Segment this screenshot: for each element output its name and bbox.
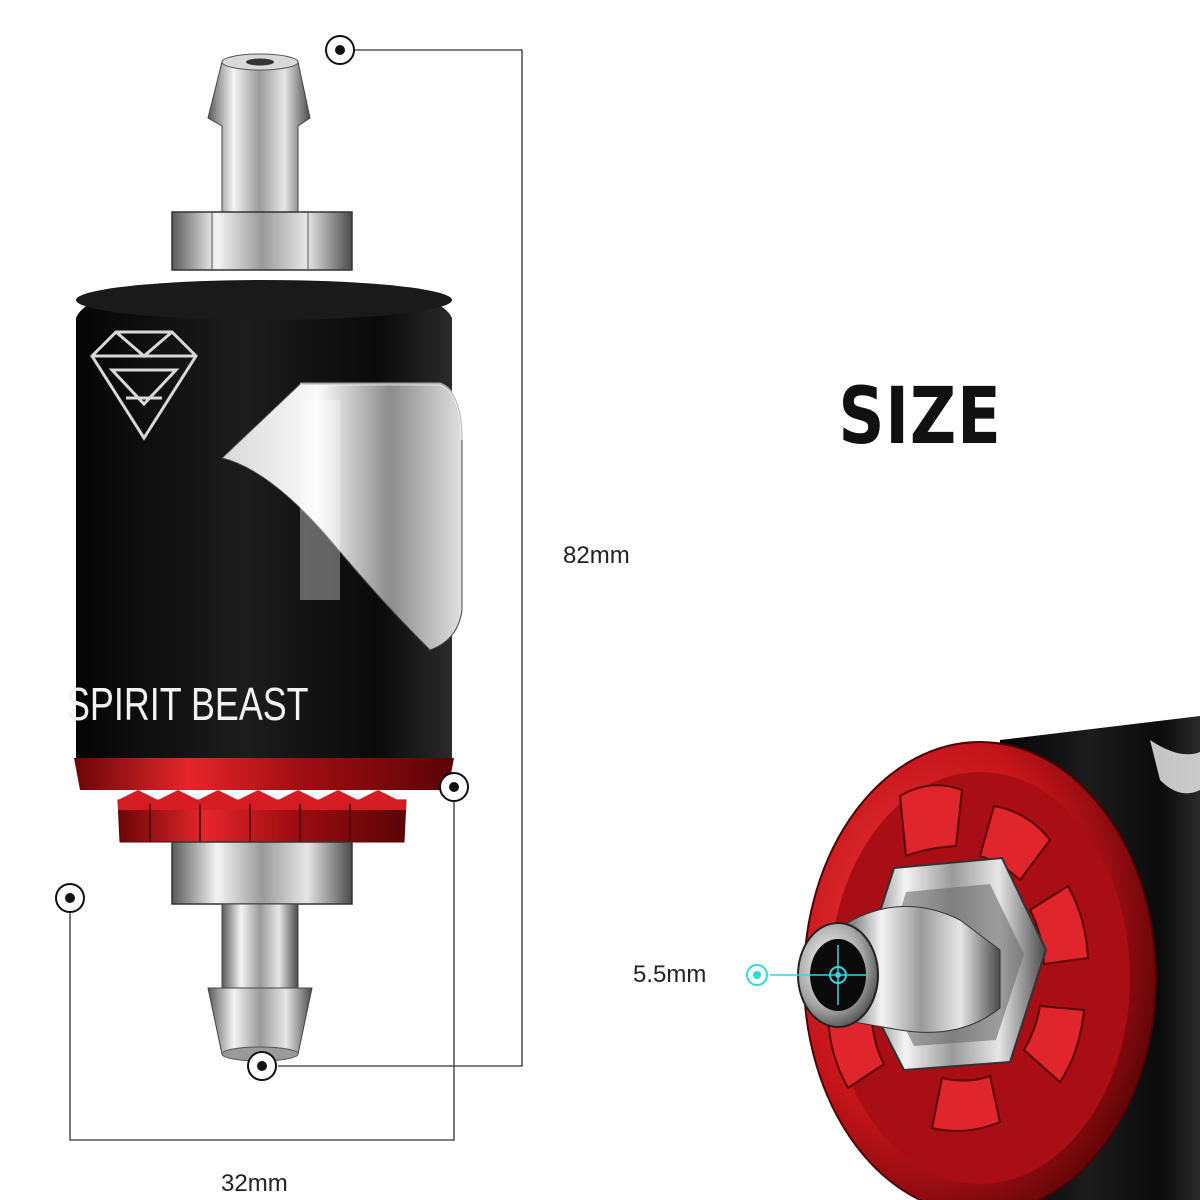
dimension-lines [69,49,523,1141]
end-view-product [797,716,1200,1200]
height-dimension-label: 82mm [563,542,630,569]
dimension-markers [55,35,469,1081]
top-hex-nut [171,211,353,271]
red-bottom-nut [74,758,454,843]
bottom-hose-barb [207,903,313,1062]
bottom-hex-nut [171,841,353,905]
brand-logo [90,330,198,441]
brand-name: SPIRIT BEAST [66,678,309,730]
bore-dimension-label: 5.5mm [633,961,707,988]
filter-body [76,280,464,760]
size-heading: SIZE [838,372,1002,462]
top-hose-barb [207,53,311,219]
bore-marker [746,945,866,1005]
width-dimension-label: 32mm [221,1170,288,1197]
